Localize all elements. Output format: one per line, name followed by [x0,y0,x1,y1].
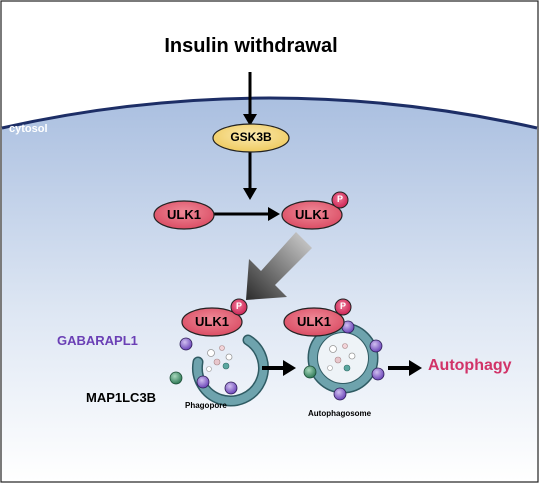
phagopore-label: Phagopore [185,401,227,410]
autophagy-label: Autophagy [428,357,512,374]
gabarapl1-dot [371,367,385,381]
phospho-label-1: P [336,194,343,204]
cytosol-label: cytosol [9,123,48,135]
ulk1-label-b: ULK1 [295,207,329,222]
arrow-gsk3b-to-ulk1 [243,152,257,200]
map1lc3b-label: MAP1LC3B [86,390,157,405]
phospho-badge-1 [331,191,349,209]
ulk1-label-d: ULK1 [297,314,331,329]
gabarapl1-dot [369,339,383,353]
arrow-to-autophagy [388,360,422,376]
ulk1-node-phosphorylated [281,200,343,230]
autophagosome [307,322,379,394]
phospho-label-2: P [235,301,242,311]
arrow-ulk1-phosphorylation [213,207,280,221]
arrow-translocation [246,232,312,300]
plasma-membrane [1,96,538,130]
map1lc3b-dot [303,365,317,379]
ulk1-node-phagopore [181,307,243,337]
arrow-insulin-to-gsk3b [243,72,257,126]
title-insulin-withdrawal: Insulin withdrawal [164,35,338,57]
gabarapl1-label: GABARAPL1 [57,333,138,348]
ulk1-label-c: ULK1 [195,314,229,329]
ulk1-label-a: ULK1 [167,207,201,222]
gsk3b-label: GSK3B [230,130,272,144]
map1lc3b-dot [169,371,183,385]
gsk3b-node [212,123,290,153]
phospho-label-3: P [339,301,346,311]
gabarapl1-dot [333,387,347,401]
phospho-badge-3 [334,298,352,316]
gabarapl1-dot [196,375,210,389]
phospho-badge-2 [230,298,248,316]
ulk1-node-unphosphorylated [153,200,215,230]
autophagosome-label: Autophagosome [308,409,372,418]
gabarapl1-dot [224,381,238,395]
gabarapl1-dot [179,337,193,351]
arrow-phagopore-to-autophagosome [262,360,296,376]
ulk1-node-autophagosome [283,307,345,337]
